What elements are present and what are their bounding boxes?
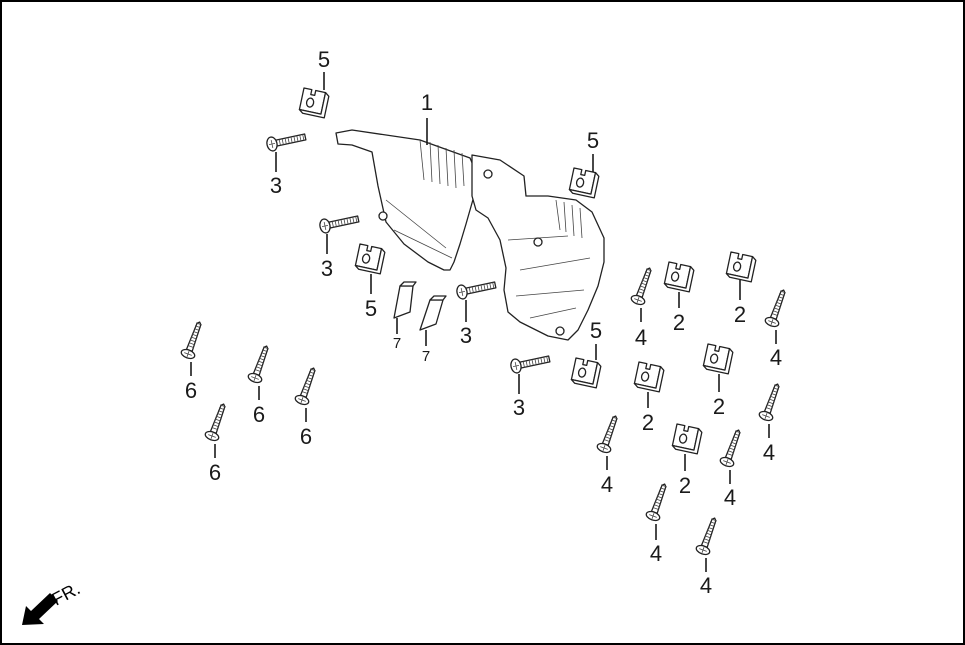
u-nut-icon [663,261,695,293]
callout-label-3: 3 [513,395,525,420]
u-nut-icon [568,167,600,199]
callout-label-3: 3 [270,173,282,198]
callout-label-4: 4 [601,472,613,497]
screw-icon [456,281,497,300]
screw-icon [266,133,307,152]
screw-icon [695,517,717,556]
screw-icon [247,345,269,384]
screw-icon [764,289,786,328]
callout-label-3: 3 [460,323,472,348]
callout-label-2: 2 [642,410,654,435]
screw-icon [180,321,202,360]
front-arrow-icon [22,593,58,625]
screw-icon [204,403,226,442]
callout-label-4: 4 [770,345,782,370]
callout-label-2: 2 [673,310,685,335]
callout-label-4: 4 [650,541,662,566]
spacer-7b [419,295,447,331]
u-nut-icon [671,423,703,455]
callout-label-3: 3 [321,256,333,281]
spacer-7a [393,281,417,319]
screw-icon [758,383,780,422]
u-nut-icon [298,87,330,119]
callout-label-1: 1 [421,90,433,115]
screw-angled-group [180,267,786,556]
callout-label-2: 2 [734,302,746,327]
callout-label-7: 7 [422,348,430,365]
callout-label-6: 6 [253,402,265,427]
callout-label-5: 5 [365,296,377,321]
screw-icon [319,215,360,234]
callout-label-5: 5 [318,47,330,72]
screw-icon [645,483,667,522]
callout-label-5: 5 [590,318,602,343]
u-nut-group [298,87,757,455]
callout-label-5: 5 [587,128,599,153]
screw-icon [510,355,551,374]
screw-icon [294,367,316,406]
callout-label-4: 4 [700,573,712,598]
callout-label-6: 6 [300,424,312,449]
screw-3-group [266,133,551,374]
callout-label-6: 6 [185,378,197,403]
callout-label-4: 4 [635,325,647,350]
u-nut-icon [725,251,757,283]
callout-label-4: 4 [763,440,775,465]
screw-icon [719,429,741,468]
u-nut-icon [570,357,602,389]
u-nut-icon [702,343,734,375]
callout-label-4: 4 [724,485,736,510]
cover-part [335,129,605,341]
callout-label-7: 7 [393,335,401,352]
callout-label-6: 6 [209,460,221,485]
u-nut-icon [633,361,665,393]
u-nut-icon [354,243,386,275]
screw-icon [596,415,618,454]
callout-label-2: 2 [713,394,725,419]
screw-icon [630,267,652,306]
callout-label-2: 2 [679,473,691,498]
